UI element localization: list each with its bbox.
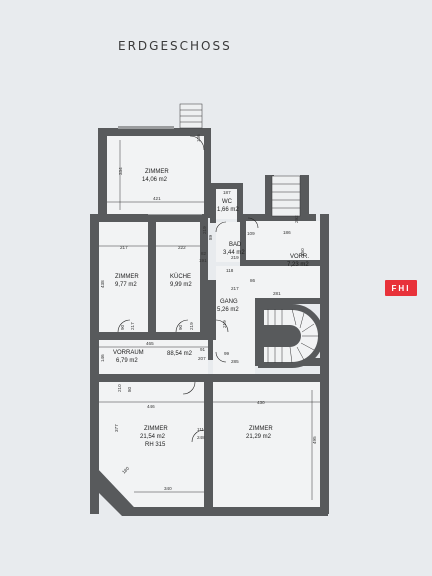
room-vorr-area: 7,23 m2: [287, 262, 309, 268]
dim-91: 91: [200, 347, 206, 352]
dim-82: 82: [201, 251, 207, 256]
dim-118: 118: [226, 268, 234, 273]
dim-438: 438: [100, 280, 105, 288]
room-vorr-name: VORR.: [290, 254, 309, 260]
room-zimmer-bl-rh: RH 315: [145, 442, 166, 448]
dim-292: 292: [294, 215, 299, 223]
dim-495: 495: [312, 436, 317, 444]
room-floors: [99, 136, 320, 507]
dim-340: 340: [164, 486, 172, 491]
dim-86: 86: [250, 278, 256, 283]
room-bad-area: 3,44 m2: [223, 250, 245, 256]
room-zimmer-left-name: ZIMMER: [115, 274, 139, 280]
dim-219a: 219: [202, 226, 207, 234]
room-vorraum-area: 6,79 m2: [116, 358, 138, 364]
dim-89: 89: [208, 234, 213, 240]
dim-334: 334: [118, 167, 123, 175]
room-gang-name: GANG: [220, 299, 238, 305]
room-vorraum-name: VORRAUM: [113, 350, 144, 356]
dim-111: 111: [197, 427, 204, 432]
room-kueche-name: KÜCHE: [170, 273, 191, 280]
dim-207: 207: [198, 356, 206, 361]
dim-219b: 219: [231, 255, 239, 260]
room-zimmer-br-area: 21,29 m2: [246, 434, 272, 440]
room-zimmer-top-area: 14,06 m2: [142, 177, 168, 183]
staircase: [258, 304, 324, 368]
dim-99: 99: [224, 351, 230, 356]
dim-210: 210: [117, 384, 122, 392]
dim-186: 186: [283, 230, 291, 235]
door-swings: [117, 135, 259, 443]
room-zimmer-br-name: ZIMMER: [249, 426, 273, 432]
dim-222: 222: [178, 245, 186, 250]
plan-title: ERDGESCHOSS: [118, 39, 232, 53]
dim-191: 191: [199, 258, 207, 263]
room-gang-area: 5,26 m2: [217, 307, 239, 313]
dim-90a: 90: [120, 324, 125, 330]
dim-377: 377: [114, 424, 119, 432]
dim-450: 450: [300, 248, 305, 256]
dim-106: 106: [196, 134, 201, 142]
room-zimmer-top-name: ZIMMER: [145, 169, 169, 175]
room-zimmer-bl-name: ZIMMER: [144, 426, 168, 432]
dim-109: 109: [247, 231, 255, 236]
small-area-label: 88,54 m2: [167, 351, 193, 357]
room-kueche-area: 9,99 m2: [170, 282, 192, 288]
dim-146: 146: [100, 354, 105, 362]
dim-219c: 219: [189, 322, 194, 330]
dim-465: 465: [146, 341, 154, 346]
room-zimmer-left-area: 9,77 m2: [115, 282, 137, 288]
room-wc-name: WC: [222, 199, 233, 205]
dim-421: 421: [153, 196, 161, 201]
entry-steps: [179, 103, 301, 217]
dim-217b: 217: [231, 286, 239, 291]
dim-446: 446: [147, 404, 155, 409]
walls: [90, 126, 329, 516]
room-wc-area: 1,66 m2: [217, 207, 239, 213]
dim-281: 281: [273, 291, 281, 296]
dim-187: 187: [223, 190, 231, 195]
dim-217c: 217: [130, 322, 135, 330]
room-zimmer-bl-area: 21,54 m2: [140, 434, 166, 440]
room-bad-name: BAD: [229, 242, 242, 248]
dim-90b: 90: [178, 324, 183, 330]
dim-219d: 219: [222, 320, 227, 328]
fhi-logo: FHI: [385, 280, 417, 296]
dim-285: 285: [231, 359, 239, 364]
dim-180: 180: [121, 465, 130, 474]
dimension-lines: [99, 140, 320, 500]
dim-430: 430: [257, 400, 265, 405]
dim-80: 80: [127, 386, 132, 392]
dim-217a: 217: [120, 245, 128, 250]
dim-248: 248: [197, 435, 205, 440]
